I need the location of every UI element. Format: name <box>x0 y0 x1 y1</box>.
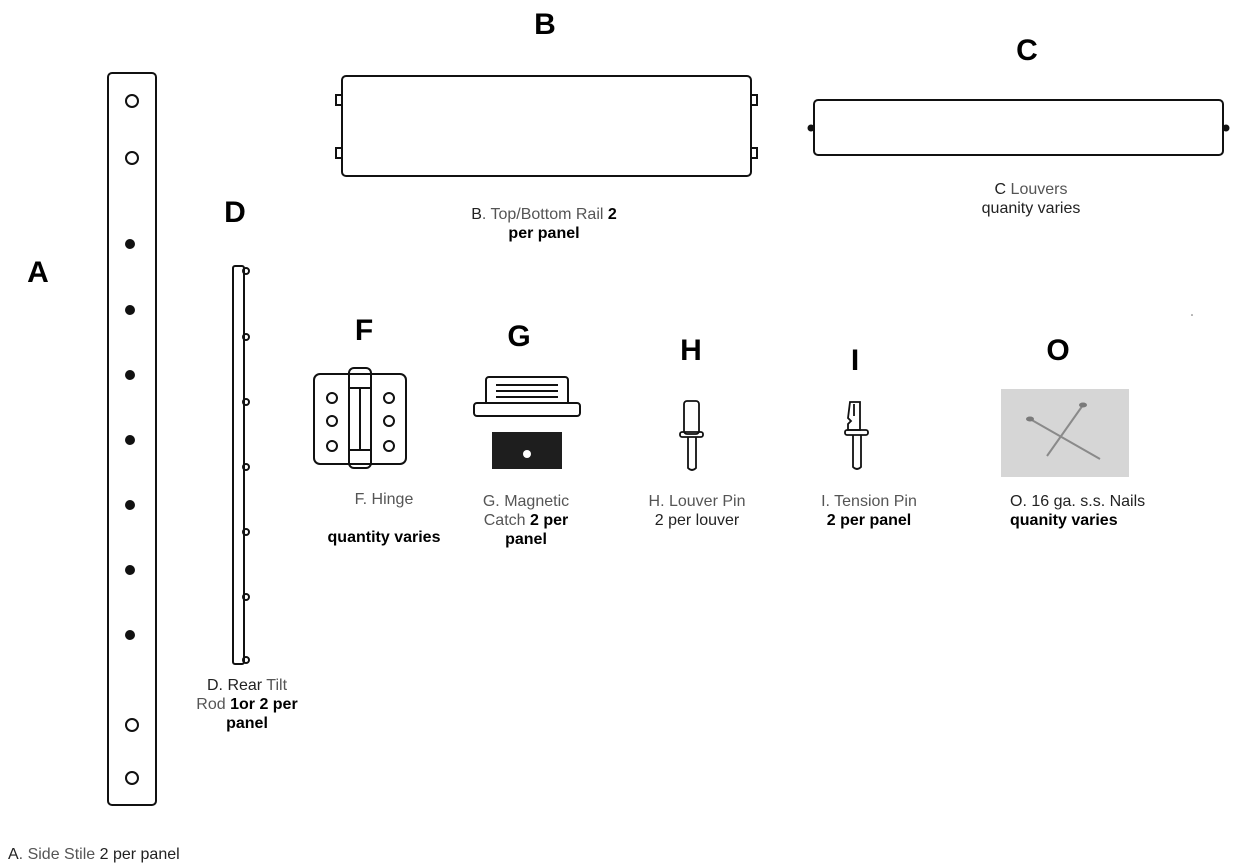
louver-drawing <box>807 99 1230 156</box>
magnetic-catch-drawing <box>473 376 581 469</box>
label-g: G <box>507 320 531 353</box>
louver-pin-drawing <box>679 400 704 471</box>
label-h: H <box>680 334 702 367</box>
label-f: F <box>354 314 374 347</box>
label-c: C <box>1016 34 1038 67</box>
caption-rear-tilt-rod: D. Rear Tilt Rod 1or 2 per panel <box>196 677 298 732</box>
caption-magnetic-catch: G. Magnetic Catch 2 per panel <box>482 493 570 548</box>
rear-tilt-rod-drawing <box>232 265 250 665</box>
side-stile-holes <box>125 239 135 640</box>
caption-nails: O. 16 ga. s.s. Nails quanity varies <box>1010 493 1146 529</box>
top-bottom-rail-drawing <box>335 75 758 177</box>
nails-photo <box>1001 389 1129 477</box>
label-i: I <box>850 344 860 377</box>
caption-top-bottom-rail: B. Top/Bottom Rail 2 per panel <box>471 206 617 242</box>
label-a: A <box>27 256 49 289</box>
label-o: O <box>1046 334 1070 367</box>
caption-side-stile: A. Side Stile 2 per panel <box>8 846 180 863</box>
side-stile-drawing <box>107 72 157 806</box>
hinge-drawing <box>313 367 407 469</box>
tension-pin-drawing <box>844 401 869 470</box>
label-b: B <box>534 8 556 41</box>
label-d: D <box>224 196 246 229</box>
stray-mark <box>1191 314 1193 316</box>
